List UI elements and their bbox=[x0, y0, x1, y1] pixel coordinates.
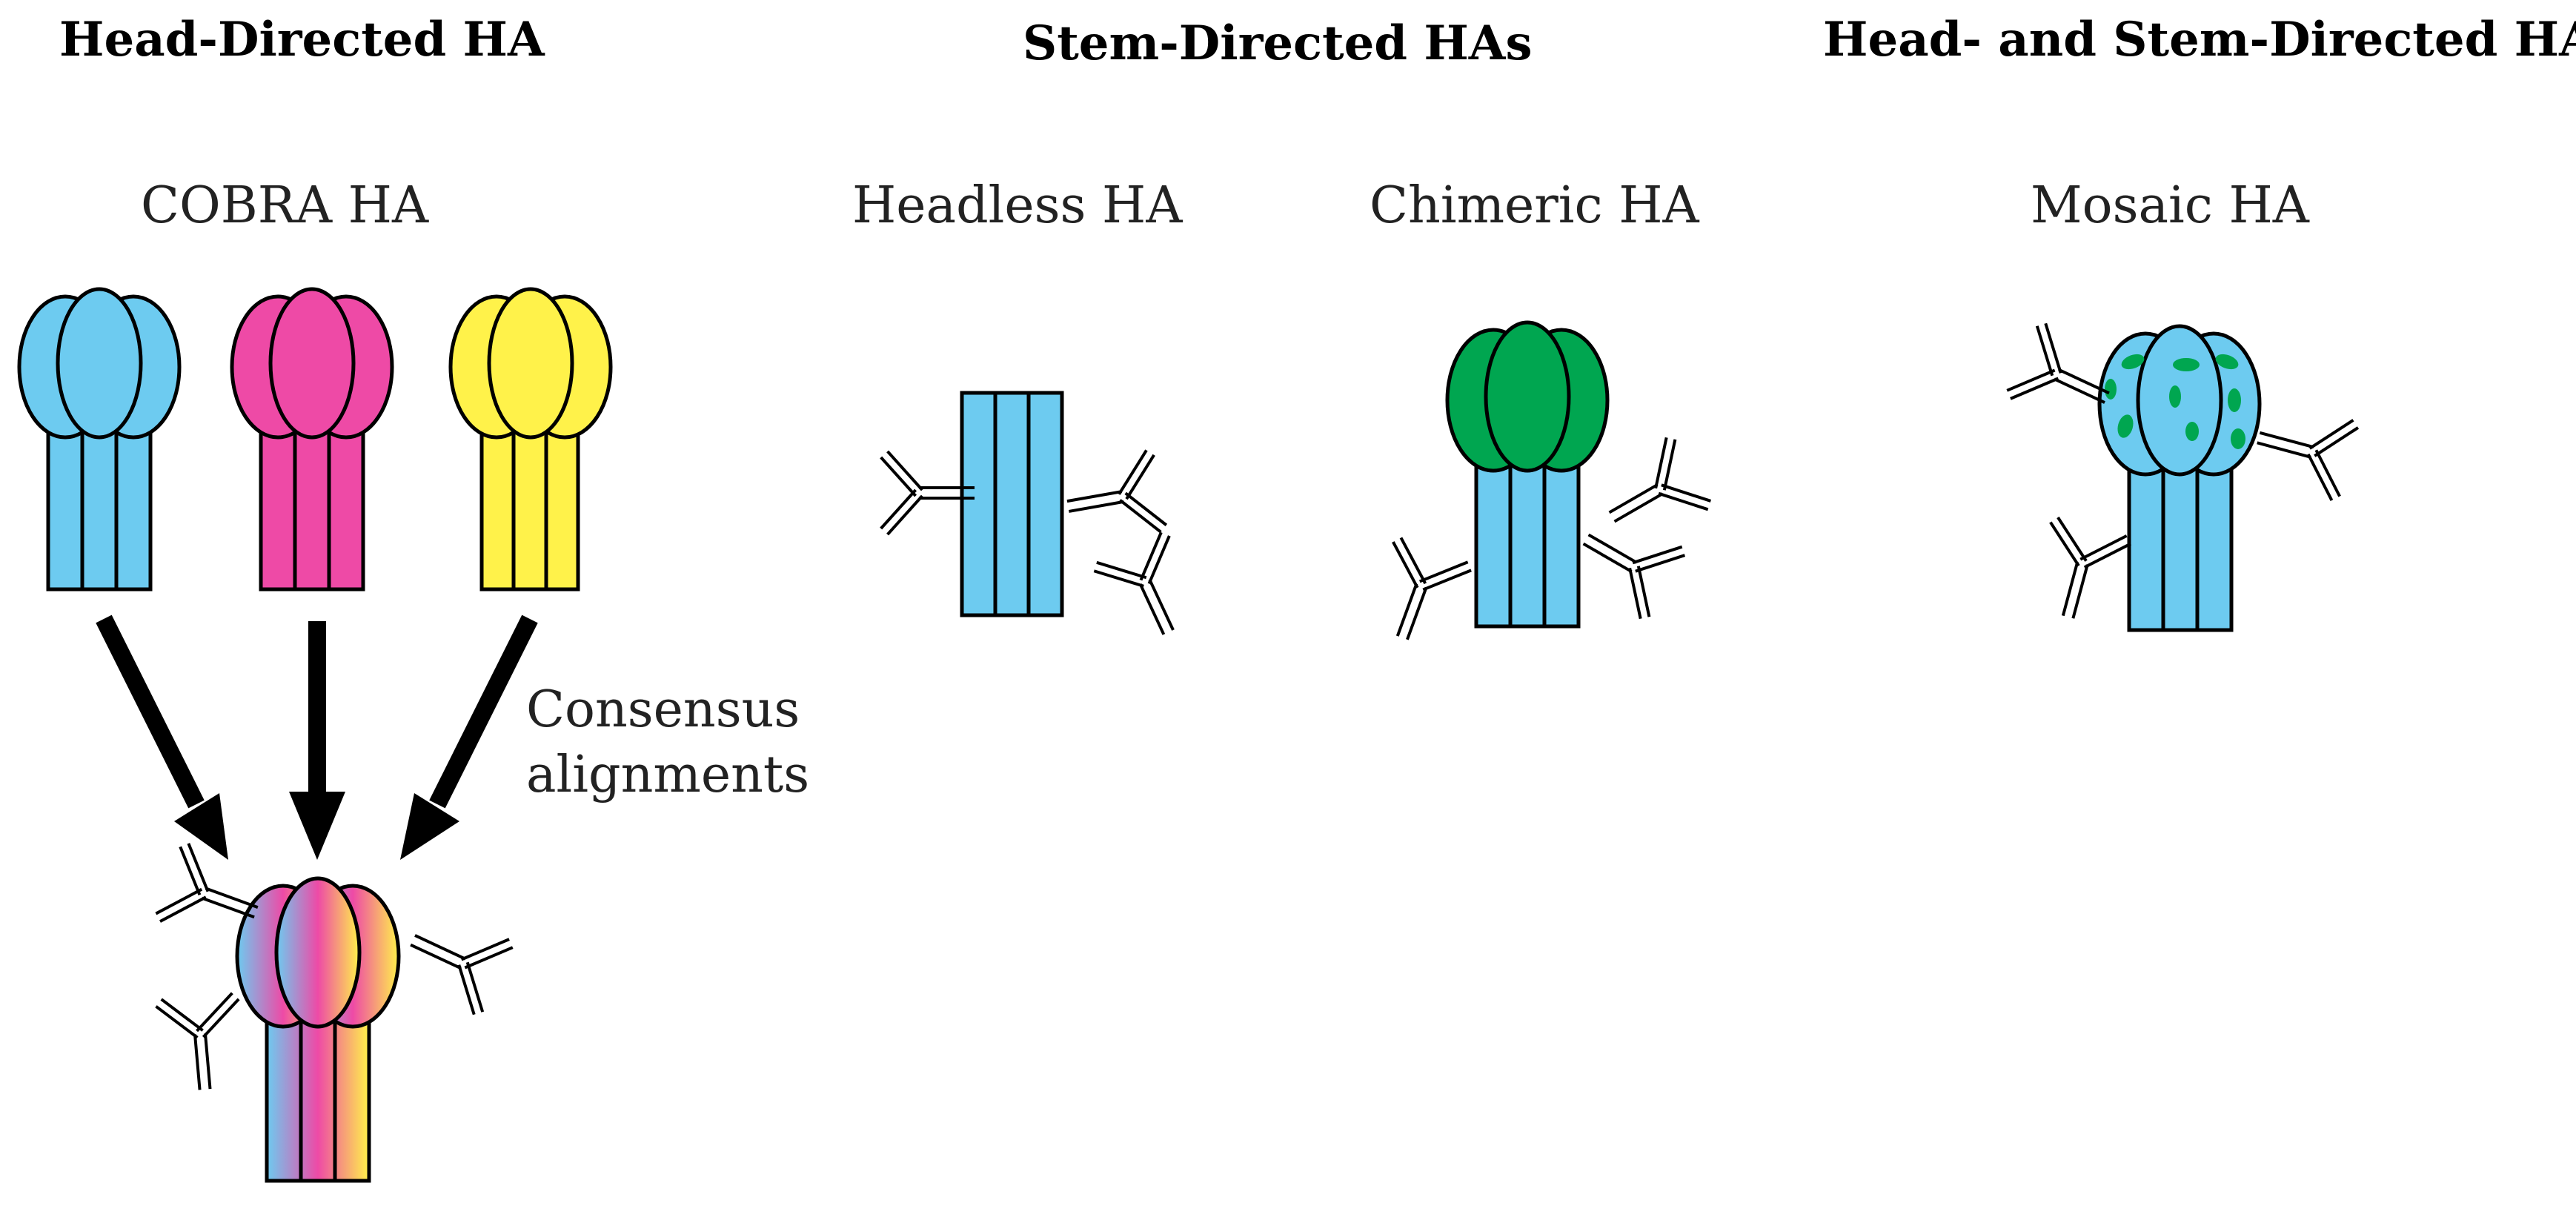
arrow-blue-to-cobra bbox=[96, 614, 228, 860]
header-head-and-stem-directed: Head- and Stem-Directed HA bbox=[1823, 12, 2576, 67]
header-stem-directed: Stem-Directed HAs bbox=[1023, 16, 1532, 71]
arrow-magenta-to-cobra bbox=[289, 621, 345, 860]
mosaic-ha-trimer bbox=[2097, 324, 2262, 632]
ha-trimer-magenta bbox=[230, 287, 394, 592]
antibody-icon bbox=[153, 991, 248, 1095]
headless-ha-stem bbox=[960, 391, 1064, 617]
label-chimeric-ha: Chimeric HA bbox=[1370, 176, 1700, 235]
annotation-consensus: Consensus bbox=[526, 680, 800, 739]
ha-trimer-blue bbox=[17, 287, 182, 592]
arrow-yellow-to-cobra bbox=[400, 614, 538, 860]
antibody-icon bbox=[1089, 528, 1208, 652]
ha-trimer-yellow bbox=[448, 287, 613, 592]
mosaic-green-patches bbox=[2105, 354, 2245, 449]
antibody-icon bbox=[1590, 432, 1716, 555]
annotation-alignments: alignments bbox=[526, 746, 809, 804]
label-cobra-ha: COBRA HA bbox=[141, 176, 429, 235]
antibody-icon bbox=[1059, 447, 1169, 549]
antibody-icon bbox=[2246, 396, 2362, 504]
antibody-icon bbox=[1361, 534, 1475, 654]
header-head-directed: Head-Directed HA bbox=[59, 12, 545, 67]
label-mosaic-ha: Mosaic HA bbox=[2031, 176, 2310, 235]
chimeric-ha-trimer bbox=[1445, 320, 1610, 629]
antibody-icon bbox=[394, 901, 517, 1019]
antibody-icon bbox=[1564, 501, 1690, 624]
label-headless-ha: Headless HA bbox=[852, 176, 1183, 235]
cobra-ha-trimer bbox=[235, 876, 401, 1183]
antibody-icon bbox=[2026, 514, 2134, 629]
